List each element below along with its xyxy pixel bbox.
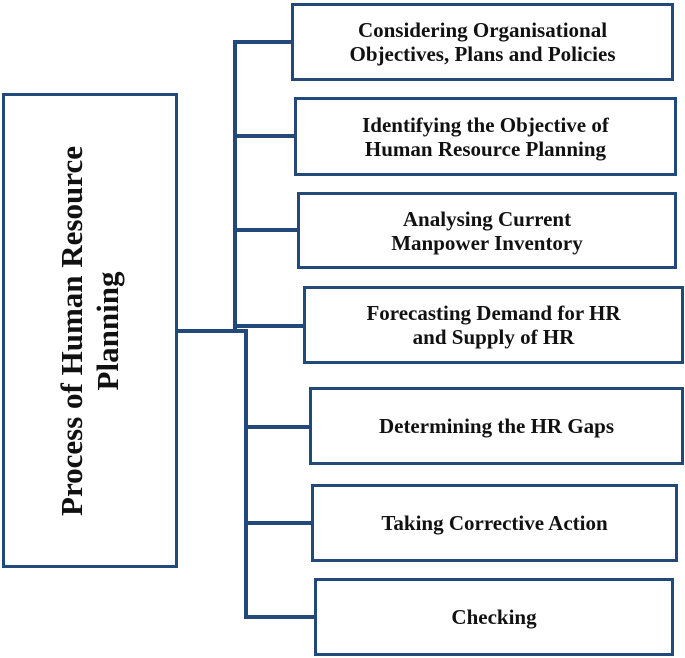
- step-box-3: Analysing Current Manpower Inventory: [297, 192, 677, 269]
- step-box-2: Identifying the Objective of Human Resou…: [294, 97, 677, 176]
- step-box-1: Considering Organisational Objectives, P…: [291, 3, 674, 81]
- step-2-line2: Human Resource Planning: [364, 136, 607, 161]
- connector-branch-2: [233, 134, 296, 138]
- step-3-line2: Manpower Inventory: [391, 230, 583, 255]
- root-title-line2: Planning: [90, 271, 126, 390]
- connector-branch-1: [233, 40, 293, 44]
- connector-root-link: [177, 329, 248, 333]
- root-process-box: Process of Human Resource Planning: [2, 93, 178, 568]
- step-2-line1: Identifying the Objective of: [362, 112, 609, 137]
- step-4-line1: Forecasting Demand for HR: [366, 301, 621, 325]
- step-box-7: Checking: [314, 578, 674, 656]
- step-1-line2: Objectives, Plans and Policies: [349, 42, 616, 66]
- step-5-label: Determining the HR Gaps: [378, 414, 615, 438]
- step-box-6: Taking Corrective Action: [311, 484, 678, 562]
- root-title-line1: Process of Human Resource: [54, 145, 90, 516]
- step-3-line1: Analysing Current: [402, 206, 572, 231]
- step-1-line1: Considering Organisational: [357, 18, 608, 42]
- step-box-4: Forecasting Demand for HR and Supply of …: [303, 286, 684, 364]
- root-title: Process of Human Resource Planning: [54, 146, 126, 516]
- connector-branch-4: [233, 324, 305, 328]
- connector-branch-3: [233, 228, 299, 232]
- step-box-5: Determining the HR Gaps: [309, 387, 684, 465]
- connector-vertical-lower: [244, 329, 248, 619]
- connector-branch-5: [244, 425, 311, 429]
- connector-branch-7: [244, 615, 316, 619]
- connector-vertical-upper: [233, 40, 237, 333]
- connector-branch-6: [244, 521, 313, 525]
- step-6-label: Taking Corrective Action: [381, 511, 608, 535]
- step-7-label: Checking: [451, 605, 537, 629]
- step-4-line2: and Supply of HR: [412, 325, 575, 349]
